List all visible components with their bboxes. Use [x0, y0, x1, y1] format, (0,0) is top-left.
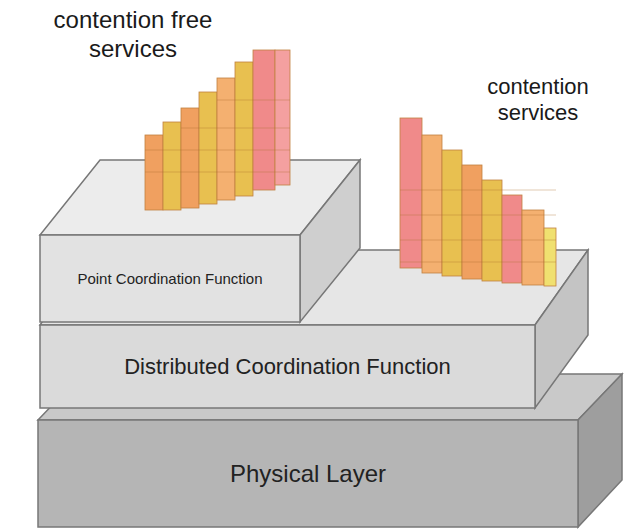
dcf-box: Distributed Coordination Function: [44, 328, 531, 405]
node-text: Point Coordination Function: [77, 270, 262, 287]
physical-layer-box: Physical Layer: [42, 424, 574, 524]
node-text: Physical Layer: [230, 460, 386, 488]
service-label: contention free services: [8, 6, 258, 64]
pcf-box: Point Coordination Function: [44, 240, 296, 318]
service-label: contention services: [452, 74, 624, 127]
node-text: Distributed Coordination Function: [124, 354, 451, 379]
